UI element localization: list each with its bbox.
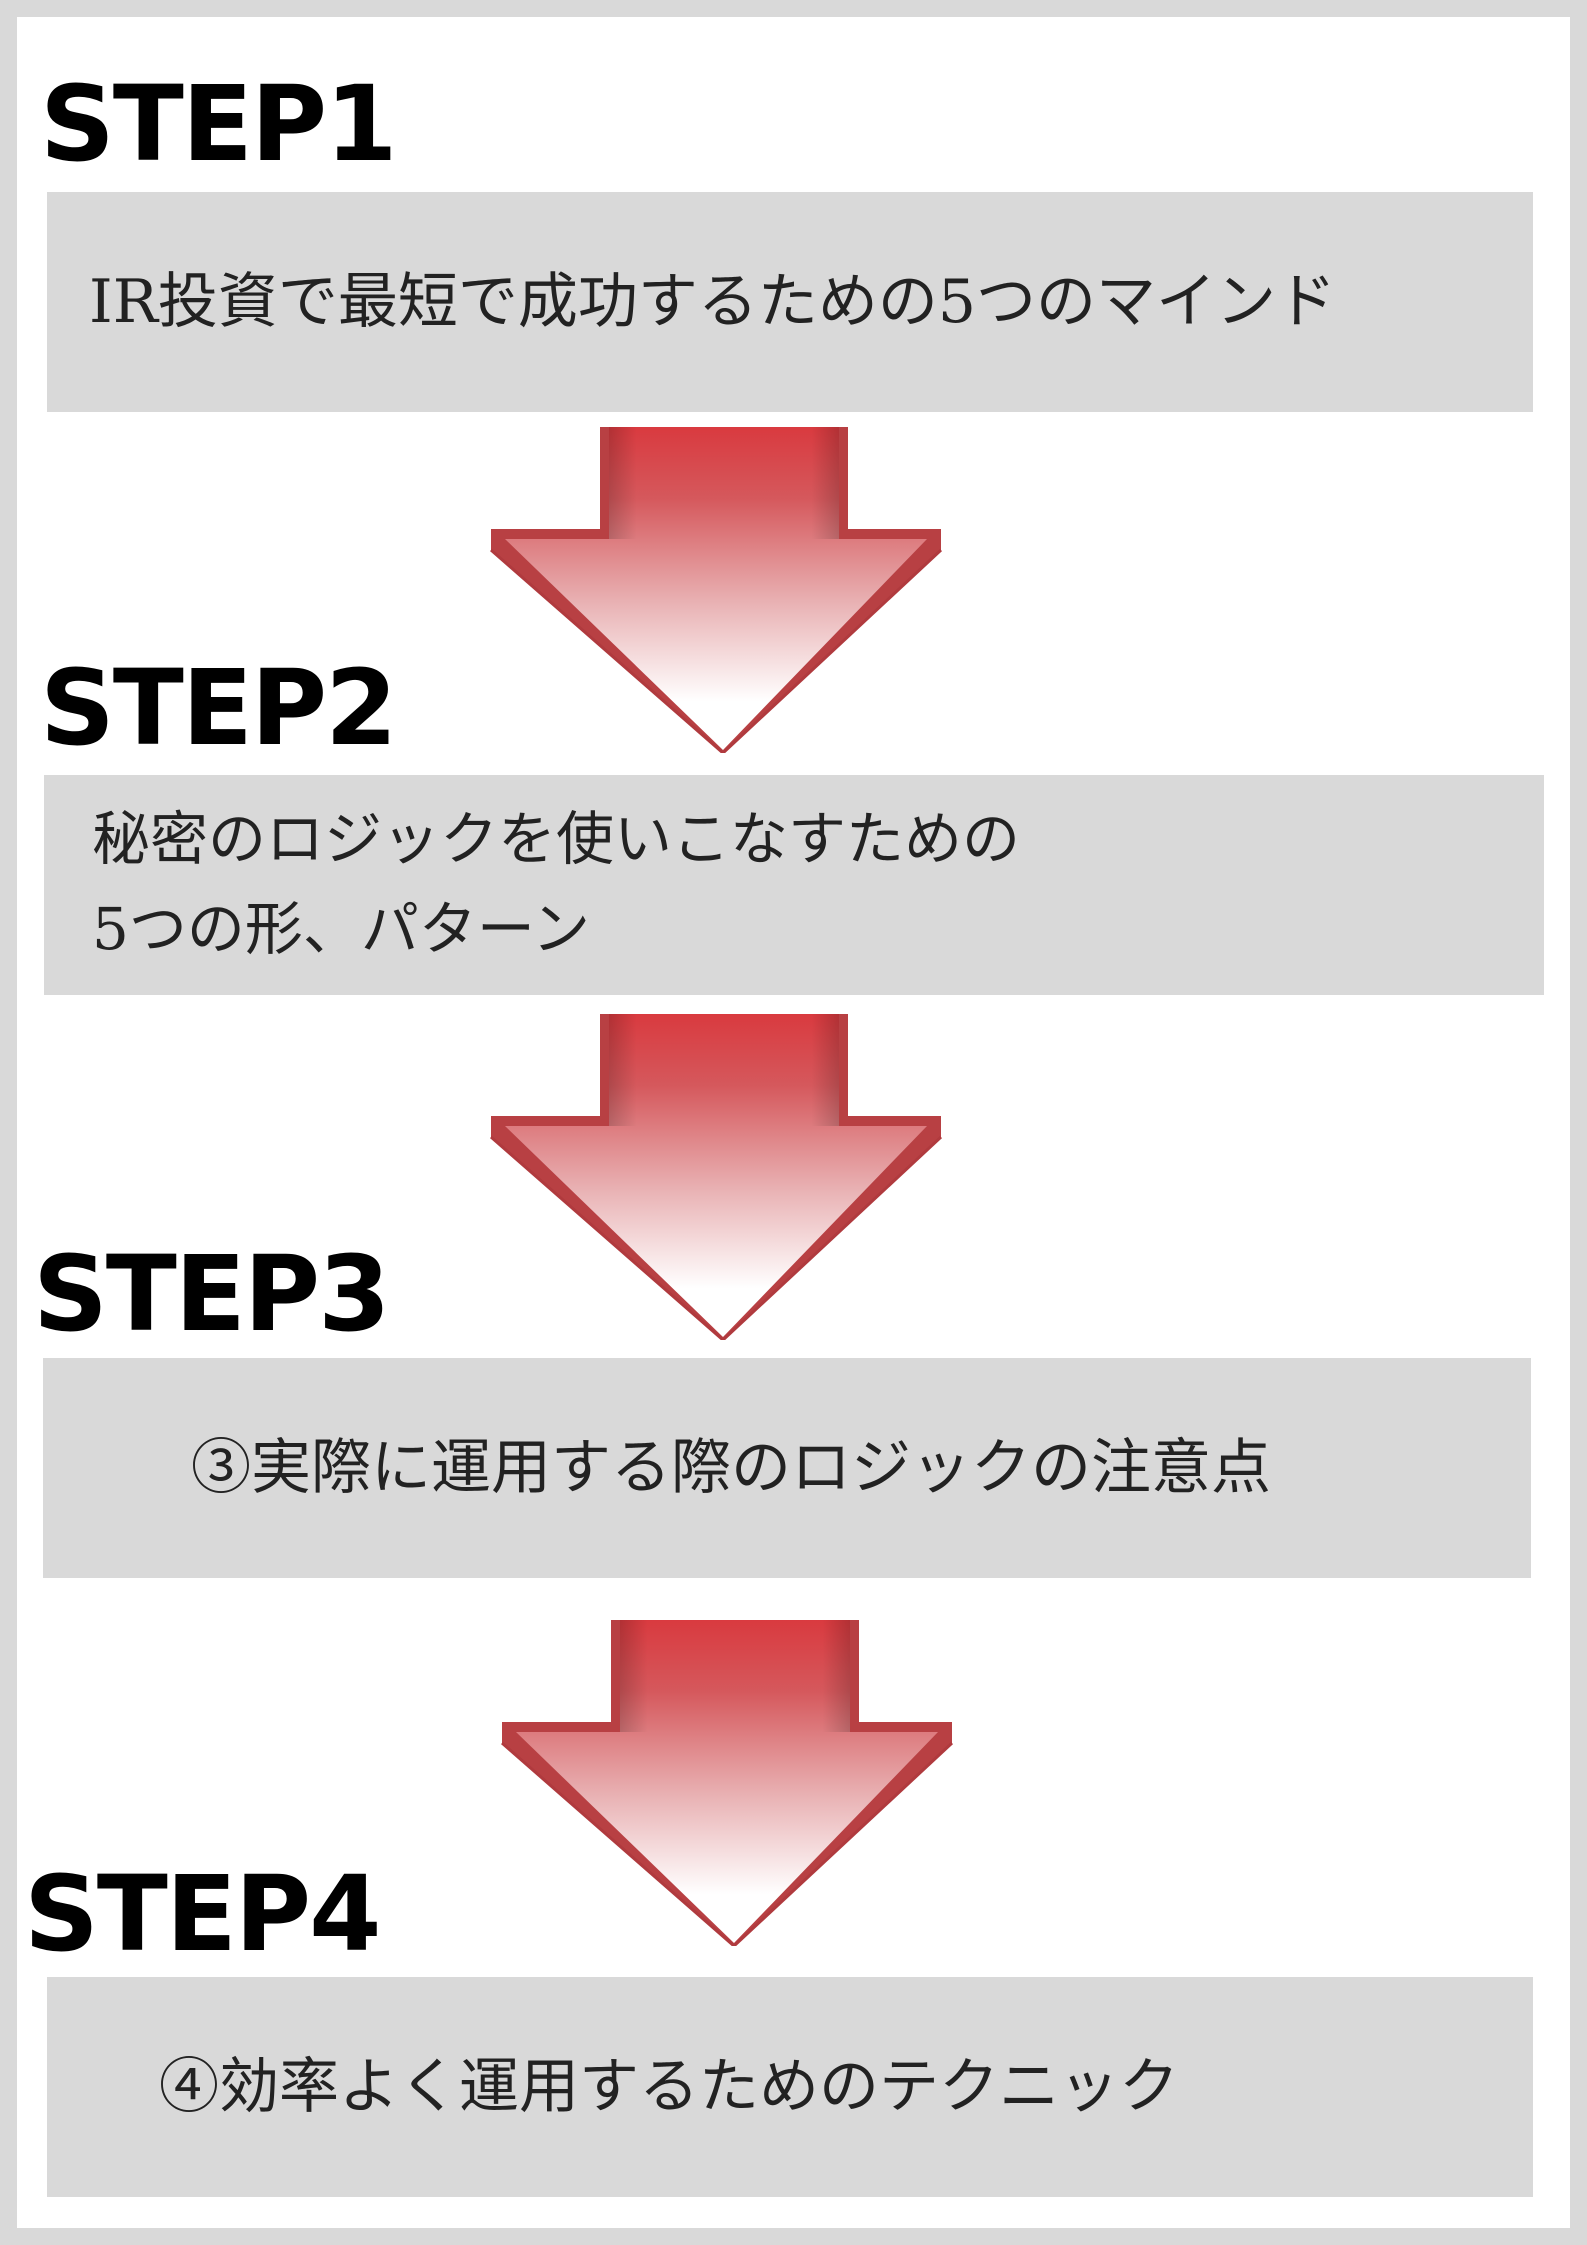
step4-box: ④効率よく運用するためのテクニック <box>47 1977 1533 2197</box>
step1-box: IR投資で最短で成功するための5つのマインド <box>47 192 1533 412</box>
down-arrow-icon <box>501 1620 954 1946</box>
step2-text-line-2: 5つの形、パターン <box>92 895 591 963</box>
step2-box: 秘密のロジックを使いこなすための 5つの形、パターン <box>44 775 1544 995</box>
step1-text-line-1: IR投資で最短で成功するための5つのマインド <box>89 266 1337 337</box>
step4-title: STEP4 <box>24 1853 381 1975</box>
down-arrow-icon <box>490 427 943 753</box>
step3-text-line-1: ③実際に運用する際のロジックの注意点 <box>191 1432 1271 1503</box>
down-arrow-icon <box>490 1014 943 1340</box>
step1-title: STEP1 <box>40 63 397 185</box>
step2-title: STEP2 <box>40 647 397 769</box>
step4-text-line-1: ④効率よく運用するためのテクニック <box>159 2051 1179 2122</box>
step2-text-line-1: 秘密のロジックを使いこなすための <box>92 805 1021 874</box>
step3-title: STEP3 <box>33 1233 390 1355</box>
step3-box: ③実際に運用する際のロジックの注意点 <box>43 1358 1531 1578</box>
